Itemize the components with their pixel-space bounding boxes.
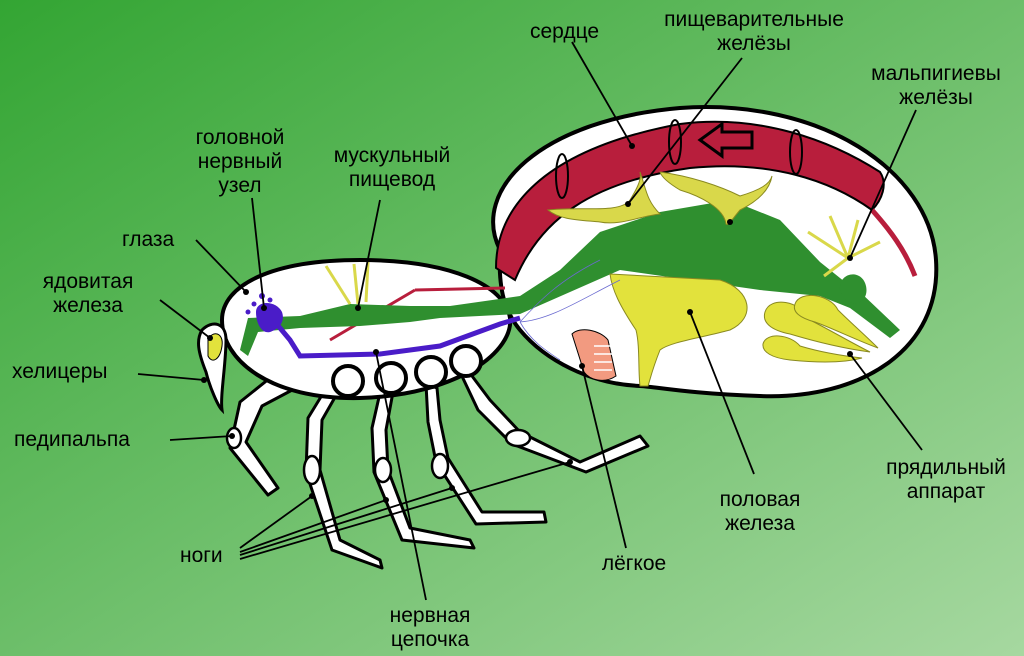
label-gonad-line1: половая (720, 488, 801, 511)
label-digestive-glands-line1: пищеварительные (664, 8, 844, 31)
label-nerve-cord-line1: нервная (390, 604, 471, 627)
label-lung: лёгкое (602, 552, 666, 575)
label-brain-line3: узел (218, 174, 261, 197)
label-chelicerae: хелицеры (12, 360, 107, 383)
label-pedipalp: педипальпа (14, 428, 130, 451)
label-venom-gland-line2: железа (53, 294, 123, 317)
label-spinnerets-line2: аппарат (907, 480, 986, 503)
label-eyes: глаза (122, 228, 175, 251)
label-nerve-cord-line2: цепочка (391, 628, 470, 651)
label-heart: сердце (530, 20, 599, 43)
label-brain-line1: головной (196, 126, 285, 149)
label-gonad-line2: железа (725, 512, 795, 535)
label-malpighian-line2: желёзы (899, 86, 973, 109)
label-brain-line2: нервный (198, 150, 283, 173)
label-spinnerets-line1: прядильный (886, 456, 1006, 479)
label-malpighian-line1: мальпигиевы (871, 62, 1001, 85)
label-esophagus-line2: пищевод (349, 168, 435, 191)
label-legs: ноги (180, 544, 223, 567)
label-venom-gland-line1: ядовитая (43, 270, 134, 293)
label-digestive-glands-line2: желёзы (717, 32, 791, 55)
label-esophagus-line1: мускульный (334, 144, 451, 167)
